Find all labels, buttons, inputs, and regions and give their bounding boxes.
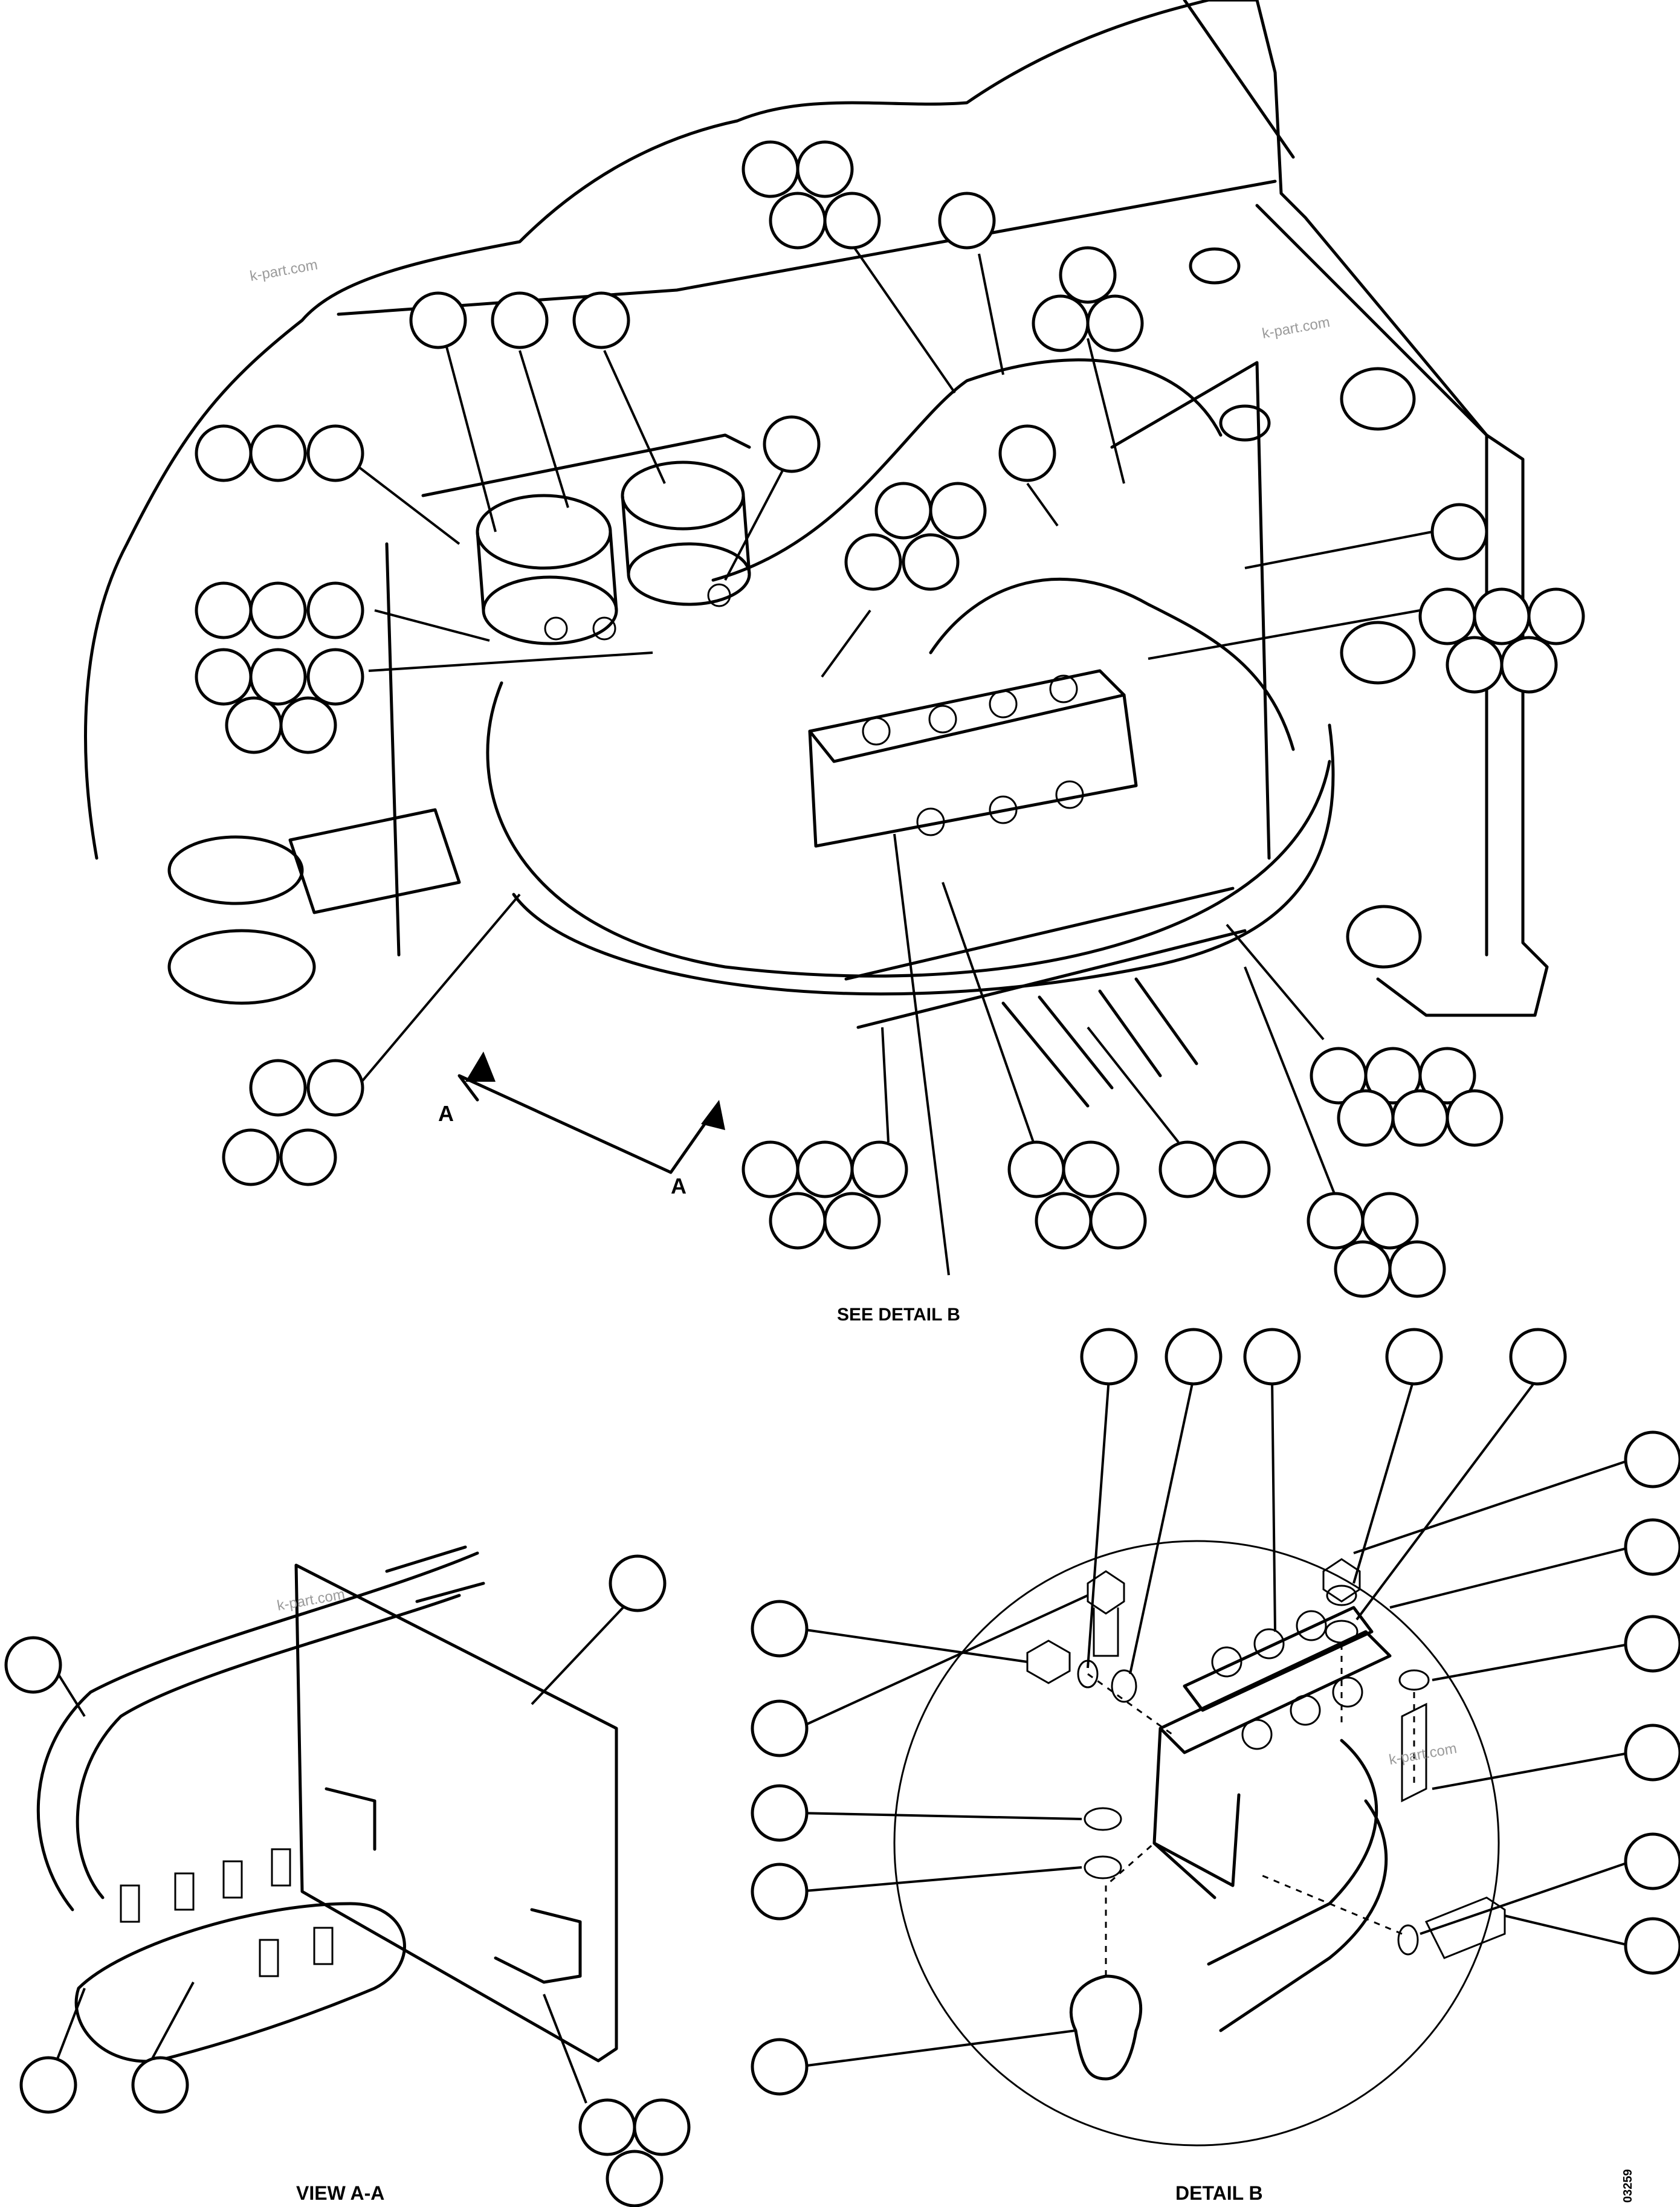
section-arrow-aa: A A — [438, 1052, 725, 1198]
detail-b-dashed-guides — [1087, 1644, 1415, 1976]
cable-loop-1 — [486, 681, 1331, 978]
gland-fittings-right — [1189, 247, 1422, 969]
enclosure-outline — [84, 0, 1549, 1017]
section-mark-right: A — [671, 1174, 687, 1198]
view-aa-tube — [385, 1545, 485, 1603]
watermark-4: k-part.com — [1388, 1740, 1458, 1768]
enclosure-right-panel — [1110, 204, 1488, 957]
cable-loop-2 — [512, 723, 1335, 996]
callout-bubbles-main — [195, 140, 1585, 1298]
cable-upper — [711, 358, 1223, 582]
detail-b: DETAIL B — [751, 1328, 1680, 2204]
enclosure-hinge — [1183, 0, 1295, 159]
detail-b-callouts — [751, 1328, 1680, 2096]
view-aa: VIEW A-A — [4, 1545, 691, 2207]
cable-hose-2 — [1098, 977, 1198, 1078]
drawing-code: 03259 — [1621, 2169, 1635, 2203]
detail-b-nuts — [1211, 1610, 1363, 1750]
view-aa-cable — [36, 1551, 479, 1911]
detail-b-label: DETAIL B — [1175, 2182, 1263, 2204]
solenoid-right — [621, 460, 751, 607]
detail-b-exploded-hardware — [1026, 1558, 1506, 2081]
terminal-block-main — [808, 669, 1138, 848]
view-aa-studs — [120, 1848, 334, 1977]
section-mark-left: A — [438, 1101, 454, 1126]
watermark-2: k-part.com — [1261, 314, 1331, 342]
view-aa-plate — [294, 1563, 618, 2063]
detail-b-leaders — [797, 1377, 1632, 2068]
detail-b-boundary — [893, 1540, 1500, 2147]
detail-b-cables — [1207, 1739, 1388, 2032]
detail-b-terminal-block — [1183, 1606, 1374, 1712]
solenoid-left — [476, 494, 618, 645]
view-aa-label: VIEW A-A — [296, 2182, 384, 2204]
cable-right — [929, 577, 1295, 751]
view-aa-terminal-base — [74, 1902, 406, 2063]
connector-plug-left — [167, 808, 461, 1005]
enclosure-left-wall — [385, 433, 751, 957]
leader-lines-main — [355, 234, 1433, 1276]
see-detail-b-label: SEE DETAIL B — [837, 1305, 960, 1325]
detail-b-bracket — [1152, 1630, 1392, 1899]
cable-hose-1 — [1001, 995, 1114, 1108]
main-assembly-view: A A SEE DETAIL B — [84, 0, 1549, 1325]
view-aa-bracket — [325, 1787, 582, 1984]
watermark-1: k-part.com — [248, 257, 318, 285]
